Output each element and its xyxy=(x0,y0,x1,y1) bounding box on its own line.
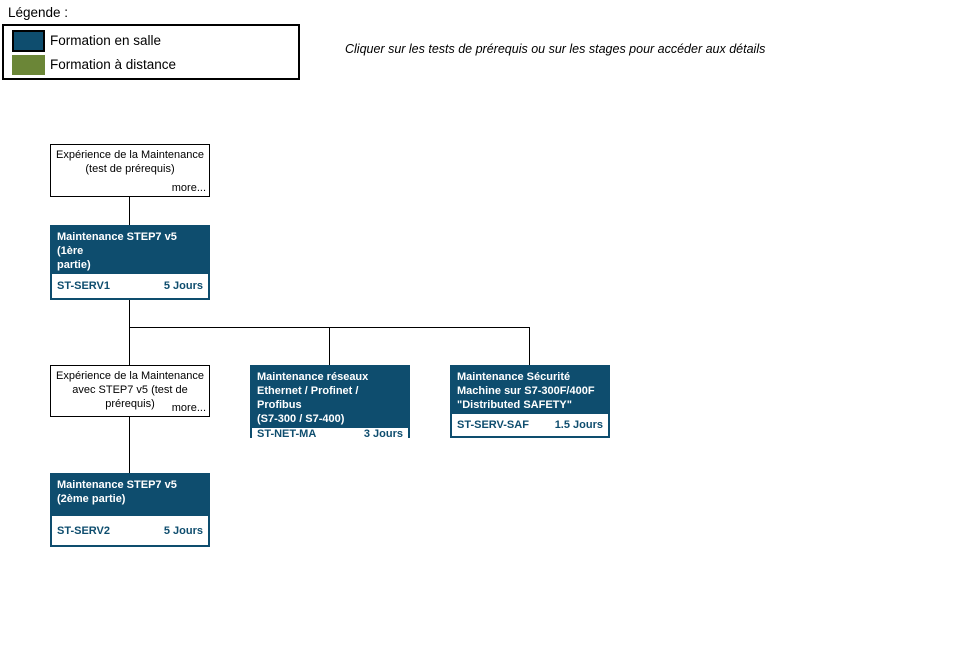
course-footer: ST-SERV1 5 Jours xyxy=(52,274,208,298)
connector-line xyxy=(129,197,130,225)
course-title-line: Maintenance Sécurité xyxy=(457,371,571,383)
prereq-test-maintenance[interactable]: Expérience de la Maintenance (test de pr… xyxy=(50,144,210,197)
course-code: ST-SERV-SAF xyxy=(457,419,529,431)
course-title-line: partie) xyxy=(57,259,91,271)
course-title-line: Maintenance STEP7 v5 xyxy=(57,479,177,491)
legend-item-distance: Formation à distance xyxy=(50,57,177,72)
prereq-text-line: (test de prérequis) xyxy=(85,163,175,175)
distance-color-swatch xyxy=(12,55,45,75)
course-title: Maintenance STEP7 v5 (2ème partie) xyxy=(52,475,208,516)
prereq-text-line: Expérience de la Maintenance xyxy=(56,370,204,382)
course-duration: 1.5 Jours xyxy=(554,419,603,431)
course-title: Maintenance STEP7 v5 (1ère partie) xyxy=(52,227,208,274)
course-duration: 5 Jours xyxy=(163,280,203,292)
course-title-line: "Distributed SAFETY" xyxy=(457,399,572,411)
connector-line xyxy=(329,327,330,365)
connector-line xyxy=(129,327,130,365)
course-title-line: (2ème partie) xyxy=(57,493,126,505)
course-footer: ST-NET-MA 3 Jours xyxy=(252,428,408,440)
course-title-line: Maintenance réseaux xyxy=(257,371,369,383)
connector-line xyxy=(529,327,530,365)
course-code: ST-SERV2 xyxy=(57,524,110,537)
course-footer: ST-SERV2 5 Jours xyxy=(52,516,208,545)
prereq-test-step7[interactable]: Expérience de la Maintenance avec STEP7 … xyxy=(50,365,210,417)
connector-line xyxy=(129,417,130,473)
legend: Formation en salle Formation à distance xyxy=(2,24,300,80)
course-duration: 3 Jours xyxy=(363,428,403,440)
course-title-line: Maintenance STEP7 v5 (1ère xyxy=(57,231,177,257)
course-footer: ST-SERV-SAF 1.5 Jours xyxy=(452,414,608,436)
course-title: Maintenance réseaux Ethernet / Profinet … xyxy=(252,367,408,428)
more-link[interactable]: more... xyxy=(171,182,206,194)
classroom-color-swatch xyxy=(12,30,45,52)
course-title-line: Machine sur S7-300F/400F xyxy=(457,385,595,397)
course-title-line: (S7-300 / S7-400) xyxy=(257,413,345,425)
more-link[interactable]: more... xyxy=(171,402,206,414)
course-st-net-ma[interactable]: Maintenance réseaux Ethernet / Profinet … xyxy=(250,365,410,440)
course-code: ST-NET-MA xyxy=(257,428,317,440)
legend-title: Légende : xyxy=(8,5,69,20)
course-code: ST-SERV1 xyxy=(57,280,110,292)
course-duration: 5 Jours xyxy=(163,524,203,537)
course-st-serv-saf[interactable]: Maintenance Sécurité Machine sur S7-300F… xyxy=(450,365,610,438)
course-title: Maintenance Sécurité Machine sur S7-300F… xyxy=(452,367,608,414)
legend-item-classroom: Formation en salle xyxy=(50,33,162,48)
instruction-note: Cliquer sur les tests de prérequis ou su… xyxy=(345,42,766,56)
course-st-serv2[interactable]: Maintenance STEP7 v5 (2ème partie) ST-SE… xyxy=(50,473,210,547)
prereq-text-line: avec STEP7 v5 (test de xyxy=(72,384,188,396)
connector-line xyxy=(129,300,130,327)
course-st-serv1[interactable]: Maintenance STEP7 v5 (1ère partie) ST-SE… xyxy=(50,225,210,300)
prereq-text-line: prérequis) xyxy=(105,398,155,410)
course-title-line: Ethernet / Profinet / Profibus xyxy=(257,385,359,411)
prereq-text-line: Expérience de la Maintenance xyxy=(56,149,204,161)
